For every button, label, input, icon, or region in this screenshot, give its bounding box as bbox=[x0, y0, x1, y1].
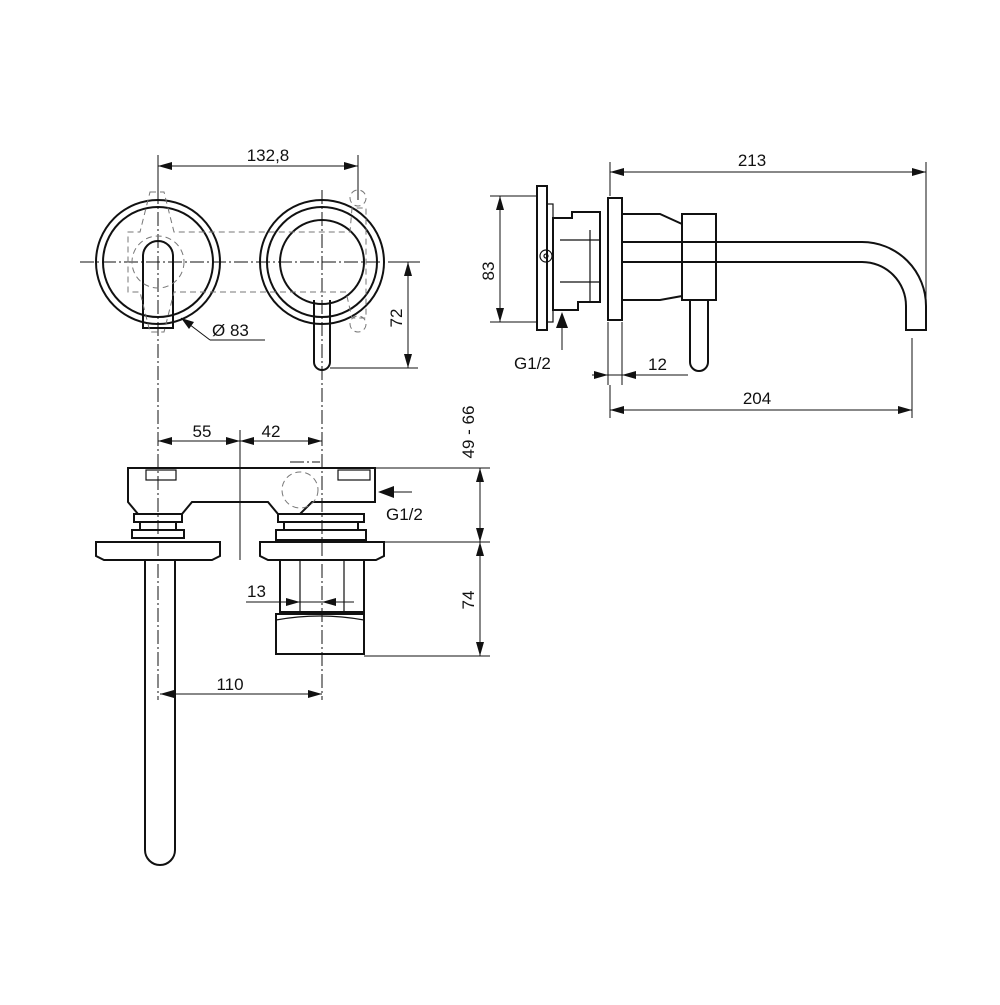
body-slot-left bbox=[145, 469, 177, 481]
dim-49-66-label: 49 - 66 bbox=[459, 406, 478, 459]
hidden-valve-left bbox=[131, 235, 185, 289]
arrow-42-right bbox=[308, 437, 322, 445]
hidden-body-outline bbox=[127, 191, 367, 333]
dim-55-label: 55 bbox=[193, 422, 212, 441]
side-screw-center bbox=[543, 253, 549, 259]
concealed-body bbox=[552, 211, 601, 311]
hidden-screw-top bbox=[349, 189, 367, 207]
mixer-rosette-inner bbox=[266, 206, 378, 318]
top-view: 55 42 49 - 66 G1/2 74 13 110 bbox=[95, 406, 490, 866]
dim-213-label: 213 bbox=[738, 151, 766, 170]
dim-204-label: 204 bbox=[743, 389, 771, 408]
arrow-13-right bbox=[322, 598, 336, 606]
spout-connector-ring-3 bbox=[131, 529, 185, 539]
arrow-72-bottom bbox=[404, 354, 412, 368]
spout-rosette-top bbox=[95, 541, 221, 561]
inlet-thread-side-label: G1/2 bbox=[514, 354, 551, 373]
arrow-12-right bbox=[622, 371, 636, 379]
mixer-connector-ring-3 bbox=[275, 529, 367, 541]
arrow-49-66-top bbox=[476, 468, 484, 482]
dim-132-label: 132,8 bbox=[247, 146, 290, 165]
dim-12-label: 12 bbox=[648, 355, 667, 374]
inlet-arrow-head bbox=[556, 312, 568, 328]
mixer-rosette-outer bbox=[259, 199, 385, 325]
lever-side bbox=[689, 300, 709, 372]
mixer-connector-ring-2 bbox=[283, 521, 359, 531]
rosette-plate-side bbox=[607, 197, 623, 321]
arrow-dia-83 bbox=[181, 318, 194, 329]
mixer-handle-top bbox=[275, 613, 365, 655]
inlet-top-arrow-head bbox=[378, 486, 394, 498]
mixer-lever bbox=[313, 300, 331, 371]
arrow-55-left bbox=[158, 437, 172, 445]
side-screw bbox=[539, 249, 553, 263]
arrow-132-right bbox=[344, 162, 358, 170]
arrow-110-left bbox=[160, 690, 174, 698]
mixer-cartridge-top bbox=[279, 559, 365, 613]
handle-top-curve bbox=[275, 615, 365, 621]
dim-74-label: 74 bbox=[459, 591, 478, 610]
concealed-body-top bbox=[127, 467, 376, 515]
arrow-83-top bbox=[496, 196, 504, 210]
spout-top bbox=[144, 560, 176, 866]
arrow-72-top bbox=[404, 262, 412, 276]
side-view: 213 83 G1/2 12 204 bbox=[479, 151, 927, 418]
dim-72-label: 72 bbox=[387, 309, 406, 328]
arrow-213-left bbox=[610, 168, 624, 176]
body-slot-right bbox=[337, 469, 371, 481]
dim-dia-83-label: Ø 83 bbox=[212, 321, 249, 340]
arrow-55-right bbox=[226, 437, 240, 445]
arrow-74-top bbox=[476, 542, 484, 556]
arrow-213-right bbox=[912, 168, 926, 176]
arrow-74-bottom bbox=[476, 642, 484, 656]
spout-side bbox=[622, 241, 927, 331]
arrow-49-66-bottom bbox=[476, 528, 484, 542]
front-view: 132,8 Ø 83 72 bbox=[80, 146, 420, 700]
hidden-screw-bottom bbox=[349, 315, 367, 333]
arrow-13-left bbox=[286, 598, 300, 606]
mixer-connector-ring-1 bbox=[277, 513, 365, 523]
arrow-42-left bbox=[240, 437, 254, 445]
lever-hub-side bbox=[681, 213, 717, 301]
spout-rosette-inner bbox=[102, 206, 214, 318]
arrow-204-left bbox=[610, 406, 624, 414]
arrow-83-bottom bbox=[496, 308, 504, 322]
hidden-inlet-top bbox=[281, 471, 319, 509]
dim-110-label: 110 bbox=[216, 675, 243, 694]
arrow-12-left bbox=[594, 371, 608, 379]
arrow-110-right bbox=[308, 690, 322, 698]
dim-42-label: 42 bbox=[262, 422, 281, 441]
mixer-housing-side bbox=[621, 213, 683, 301]
dim-13-label: 13 bbox=[247, 582, 266, 601]
mixer-lever-hub bbox=[279, 219, 365, 305]
spout-front-outline bbox=[142, 240, 174, 329]
dim-83-label: 83 bbox=[479, 262, 498, 281]
arrow-132-left bbox=[158, 162, 172, 170]
inlet-thread-top-label: G1/2 bbox=[386, 505, 423, 524]
arrow-204-right bbox=[898, 406, 912, 414]
